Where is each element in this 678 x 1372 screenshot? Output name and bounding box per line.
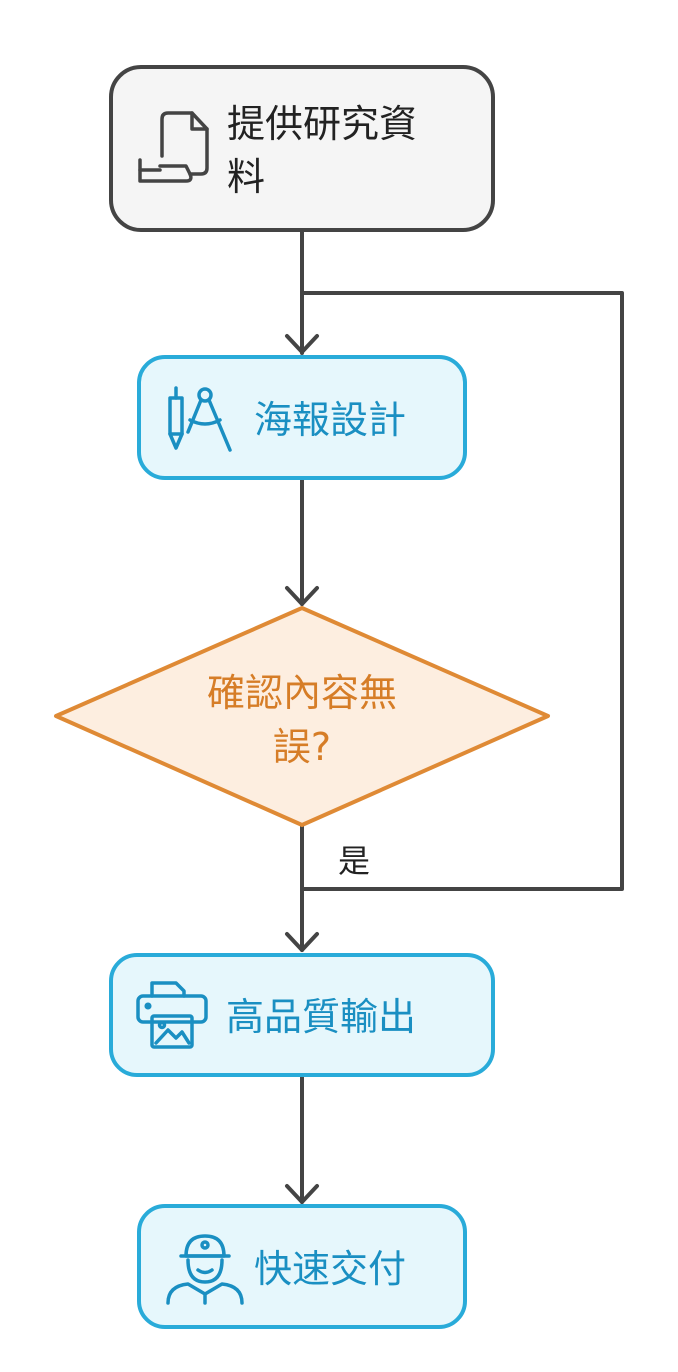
- arrowhead-design: [285, 334, 319, 354]
- start-box: [109, 65, 495, 232]
- arrowhead-delivery: [285, 1184, 319, 1204]
- decision-label-line2: 誤?: [273, 725, 331, 769]
- pen-compass-icon: [168, 386, 232, 452]
- output-label: 高品質輸出: [226, 995, 416, 1039]
- delivery-box: [137, 1204, 467, 1329]
- edge-label-yes: 是: [338, 842, 370, 880]
- node-output: 高品質輸出: [109, 953, 495, 1077]
- output-box: [109, 953, 495, 1077]
- design-box: [137, 355, 467, 480]
- node-delivery: 快速交付: [137, 1204, 467, 1329]
- decision-label-line1: 確認內容無: [207, 671, 397, 715]
- node-design: 海報設計: [137, 355, 467, 480]
- delivery-label: 快速交付: [254, 1247, 406, 1291]
- arrowhead-decision: [285, 586, 319, 606]
- design-label: 海報設計: [254, 398, 406, 442]
- node-start: 提供研究資 料: [109, 65, 495, 232]
- delivery-person-icon: [166, 1234, 244, 1305]
- printer-icon: [136, 981, 208, 1049]
- start-label-line1: 提供研究資: [227, 102, 417, 146]
- start-label-line2: 料: [227, 155, 265, 199]
- edges: [285, 230, 624, 1204]
- node-decision: 確認內容無 誤?: [54, 606, 550, 827]
- edge-loop-back: [300, 291, 624, 891]
- document-hand-icon: [138, 111, 209, 183]
- decision-diamond: [54, 606, 550, 827]
- arrowhead-output: [285, 932, 319, 952]
